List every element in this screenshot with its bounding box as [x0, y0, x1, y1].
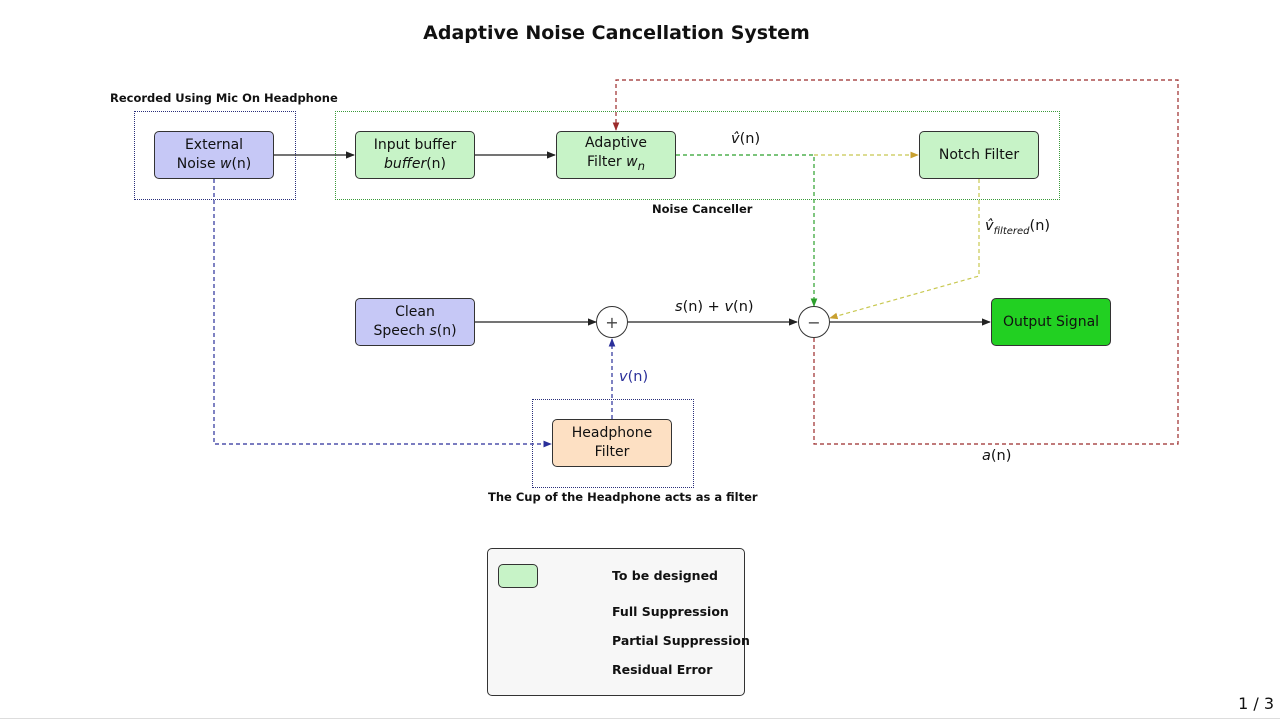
output-signal-node: Output Signal	[991, 298, 1111, 346]
bottom-divider	[0, 718, 1280, 719]
external-noise-arg: (n)	[231, 156, 252, 172]
clean-speech-line2: Speech s(n)	[373, 322, 456, 341]
legend-residual-error: Residual Error	[612, 662, 713, 677]
v-filtered-symbol: v̂	[985, 218, 994, 234]
headphone-filter-node: Headphone Filter	[552, 419, 672, 467]
clean-speech-arg: (n)	[436, 323, 457, 339]
arrow-error-feedback	[612, 79, 1179, 445]
adaptive-filter-line2-text: Filter	[587, 154, 627, 171]
v-filtered-subscript: filtered	[993, 225, 1030, 237]
diagram-title: Adaptive Noise Cancellation System	[423, 22, 810, 44]
external-noise-line2: Noise w(n)	[177, 155, 252, 174]
v-filtered-arg: (n)	[1029, 218, 1051, 234]
adaptive-filter-subscript: n	[637, 158, 645, 173]
output-signal-label: Output Signal	[1002, 313, 1100, 330]
legend-to-be-designed: To be designed	[612, 568, 719, 583]
external-noise-node: External Noise w(n)	[154, 131, 274, 179]
external-noise-line2-text: Noise	[176, 156, 221, 172]
input-buffer-symbol: buffer	[383, 156, 427, 172]
notch-filter-node: Notch Filter	[919, 131, 1039, 179]
clean-speech-node: Clean Speech s(n)	[355, 298, 475, 346]
clean-speech-line1: Clean	[395, 304, 435, 320]
v-arg: (n)	[733, 299, 754, 315]
s-arg: (n) +	[682, 299, 725, 315]
legend-full-suppression: Full Suppression	[612, 604, 729, 619]
recorded-group-label: Recorded Using Mic On Headphone	[110, 91, 338, 105]
clean-speech-symbol: s	[429, 323, 437, 339]
v-hat-symbol: v̂	[731, 131, 740, 147]
legend-swatch	[498, 564, 538, 588]
v-hat-label: v̂(n)	[731, 131, 760, 147]
adaptive-filter-line2: Filter wn	[587, 153, 645, 176]
s-plus-v-label: s(n) + v(n)	[675, 299, 754, 315]
input-buffer-line1: Input buffer	[373, 137, 457, 153]
input-buffer-arg: (n)	[426, 156, 447, 172]
sum-junction: +	[596, 306, 628, 338]
notch-filter-label: Notch Filter	[938, 146, 1020, 163]
adaptive-filter-symbol: w	[626, 154, 638, 171]
arrow-notch-to-difference	[829, 179, 980, 320]
input-buffer-node: Input buffer buffer(n)	[355, 131, 475, 179]
a-symbol: a	[982, 448, 991, 464]
headphone-filter-line1: Headphone	[571, 425, 653, 441]
a-label: a(n)	[982, 448, 1011, 464]
input-buffer-line2: buffer(n)	[384, 155, 446, 174]
headphone-cup-group-label: The Cup of the Headphone acts as a filte…	[488, 490, 758, 504]
adaptive-filter-node: Adaptive Filter wn	[556, 131, 676, 179]
legend-partial-suppression: Partial Suppression	[612, 633, 750, 648]
v-filtered-label: v̂filtered(n)	[985, 218, 1050, 237]
external-noise-symbol: w	[220, 156, 232, 172]
adaptive-filter-line1: Adaptive	[585, 135, 647, 152]
arrow-adaptive-to-difference	[676, 154, 818, 307]
page-number: 1 / 3	[1238, 694, 1274, 713]
noise-canceller-group-label: Noise Canceller	[652, 202, 753, 216]
legend-box	[487, 548, 745, 696]
v-label-arg: (n)	[627, 369, 649, 385]
v-label-symbol: v	[619, 369, 628, 385]
v-symbol: v	[724, 299, 734, 315]
v-hat-arg: (n)	[739, 131, 761, 147]
s-symbol: s	[675, 299, 683, 315]
clean-speech-line2-text: Speech	[373, 323, 430, 339]
headphone-filter-line2: Filter	[594, 444, 630, 460]
a-arg: (n)	[990, 448, 1012, 464]
v-label: v(n)	[619, 369, 648, 385]
difference-junction: −	[798, 306, 830, 338]
external-noise-line1: External	[184, 137, 244, 153]
